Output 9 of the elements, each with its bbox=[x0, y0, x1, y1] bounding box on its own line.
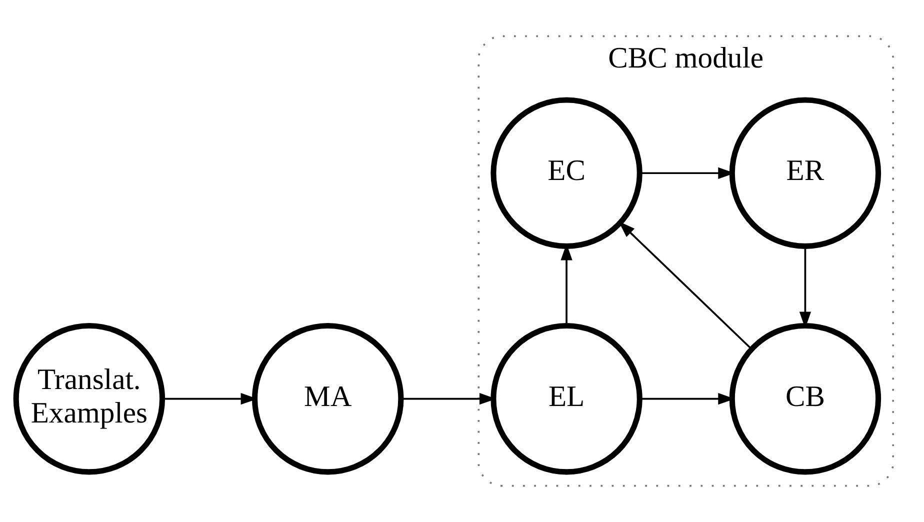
arrow bbox=[640, 393, 735, 405]
arrow bbox=[618, 221, 752, 350]
node-circle: MA bbox=[252, 322, 404, 475]
node-circle: Translat. Examples bbox=[13, 322, 166, 475]
node-circle: ER bbox=[729, 97, 882, 249]
node-circle: CB bbox=[729, 322, 882, 475]
node-circle: EL bbox=[490, 322, 642, 475]
arrow bbox=[640, 167, 735, 179]
node-circle: EC bbox=[490, 97, 642, 249]
